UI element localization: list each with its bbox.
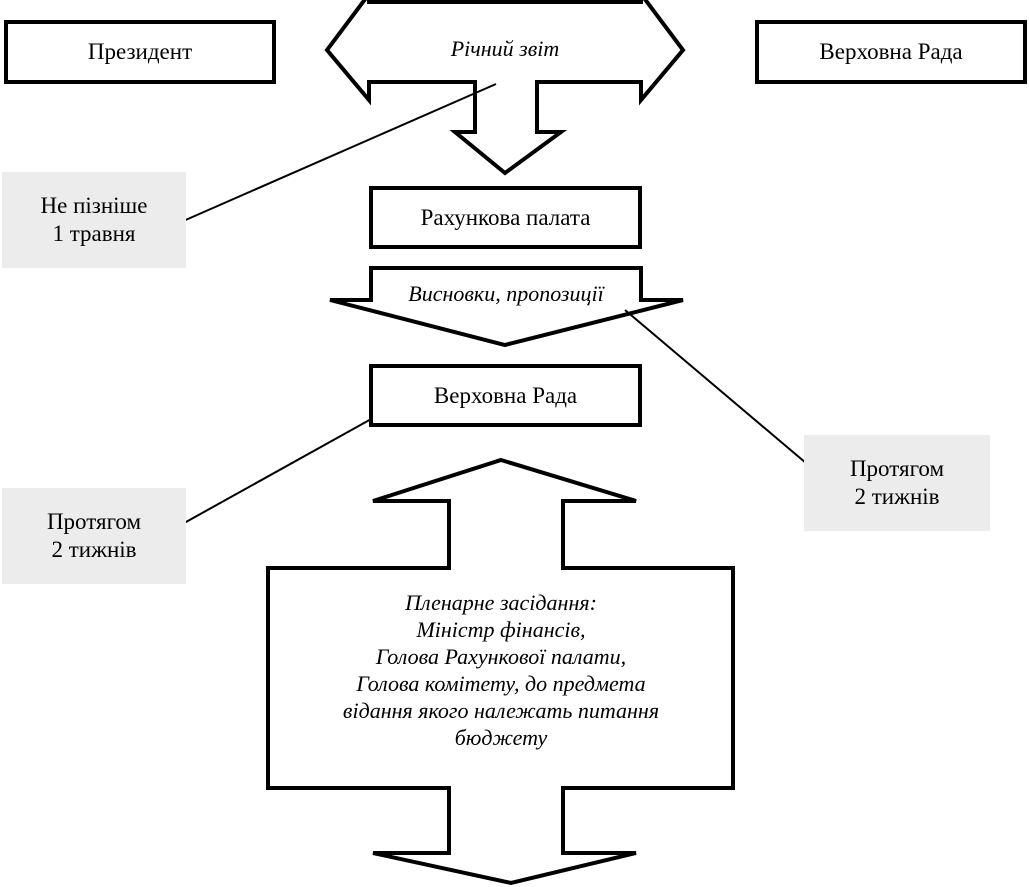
plenary-line: Голова Рахункової палати, bbox=[375, 644, 627, 669]
plenary-line: бюджету bbox=[454, 725, 548, 750]
two-weeks-right-line: 2 тижнів bbox=[854, 484, 940, 509]
deadline-note: Не пізніше 1 травня bbox=[2, 172, 186, 268]
president-box: Президент bbox=[4, 20, 276, 84]
plenary-session-arrow bbox=[266, 457, 735, 886]
two-weeks-left-note: Протягом 2 тижнів bbox=[2, 488, 186, 584]
two-weeks-right-note: Протягом 2 тижнів bbox=[804, 435, 990, 531]
plenary-session-label: Пленарне засідання: Міністр фінансів, Го… bbox=[272, 589, 730, 751]
parliament-middle-box: Верховна Рада bbox=[369, 364, 642, 427]
deadline-note-line: Не пізніше bbox=[40, 193, 148, 218]
accounting-chamber-box: Рахункова палата bbox=[369, 186, 642, 249]
two-weeks-left-line: 2 тижнів bbox=[51, 537, 137, 562]
plenary-line: відання якого належать питання bbox=[342, 698, 660, 723]
annual-report-arrow bbox=[324, 0, 686, 176]
deadline-note-line: 1 травня bbox=[52, 221, 136, 246]
conclusions-arrow bbox=[329, 266, 684, 348]
plenary-line: Голова комітету, до предмета bbox=[356, 671, 646, 696]
leader-line-two-weeks-left bbox=[167, 407, 392, 533]
conclusions-label: Висновки, пропозиції bbox=[408, 281, 604, 306]
plenary-line: Пленарне засідання: bbox=[405, 590, 597, 615]
president-label: Президент bbox=[87, 39, 193, 64]
two-weeks-right-line: Протягом bbox=[849, 456, 945, 481]
leader-line-deadline bbox=[164, 83, 497, 230]
plenary-line: Міністр фінансів, bbox=[416, 617, 586, 642]
accounting-chamber-label: Рахункова палата bbox=[420, 204, 591, 230]
parliament-middle-label: Верховна Рада bbox=[433, 382, 578, 408]
leader-line-two-weeks-right bbox=[624, 309, 820, 475]
two-weeks-left-line: Протягом bbox=[46, 509, 142, 534]
parliament-top-label: Верховна Рада bbox=[819, 39, 963, 64]
annual-report-label: Річний звіт bbox=[450, 36, 560, 61]
parliament-top-box: Верховна Рада bbox=[755, 20, 1027, 84]
